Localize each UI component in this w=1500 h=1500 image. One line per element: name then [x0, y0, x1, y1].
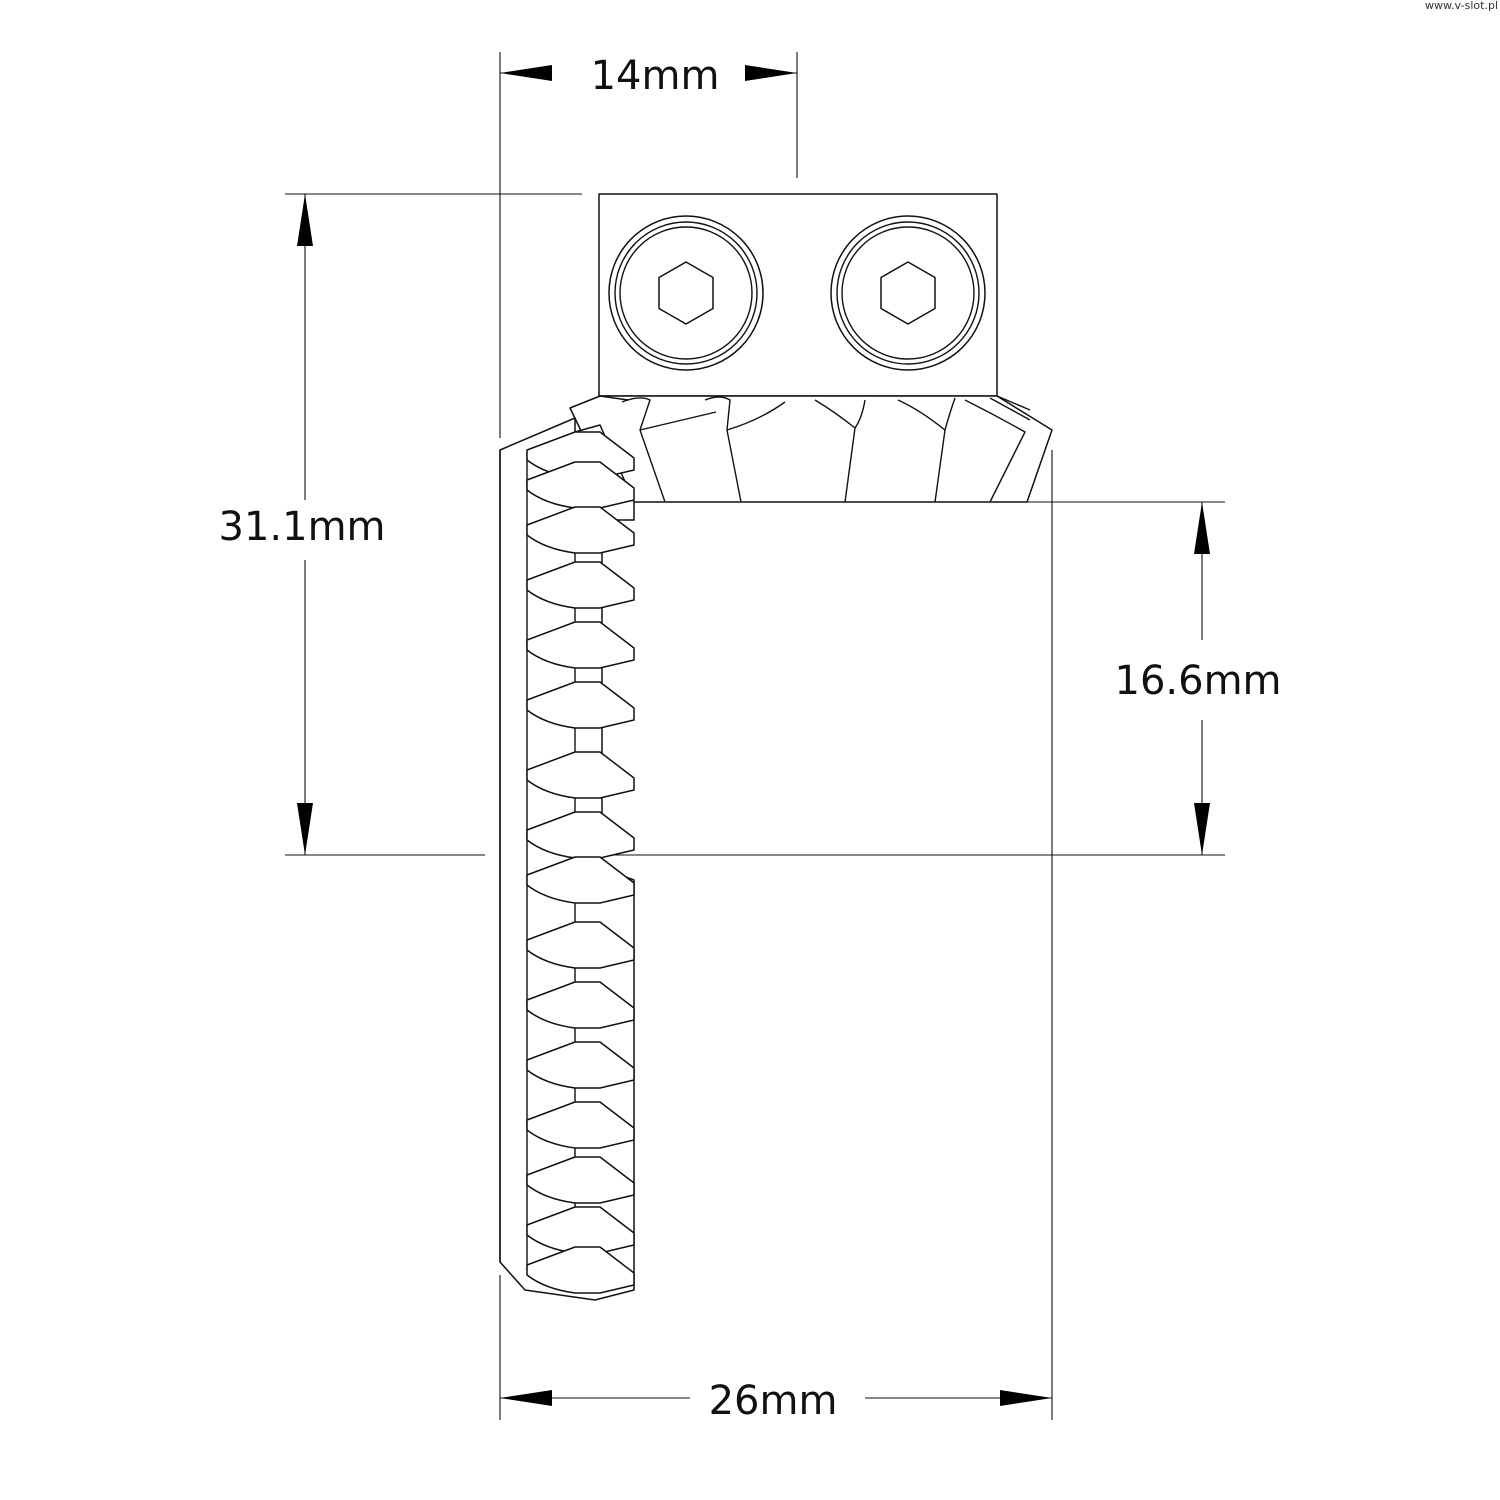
screw-right — [830, 215, 986, 371]
arrowhead-down — [1194, 803, 1210, 855]
dimension-top-width: 14mm — [499, 52, 798, 438]
gear-tooth — [526, 461, 635, 509]
arrowhead-right — [1000, 1390, 1052, 1406]
arrowhead-left — [500, 65, 552, 81]
dimension-gear-height: 16.6mm — [603, 501, 1282, 856]
gear-tooth — [526, 1246, 635, 1294]
dimension-label-16-6mm: 16.6mm — [1115, 658, 1282, 704]
gear-tooth — [526, 1156, 635, 1204]
gear-tooth — [526, 1041, 635, 1089]
gear-tooth — [526, 856, 635, 904]
gear-tooth — [526, 681, 635, 729]
arrowhead-up — [1194, 502, 1210, 554]
dimension-label-14mm: 14mm — [591, 53, 720, 99]
gear-tooth — [526, 751, 635, 799]
gear-tooth — [526, 506, 635, 554]
gear-side-teeth — [526, 431, 635, 1294]
arrowhead-right — [745, 65, 797, 81]
dimension-label-31-1mm: 31.1mm — [219, 504, 386, 550]
hex-socket-icon — [880, 261, 936, 325]
dimension-bottom-width: 26mm — [499, 450, 1053, 1424]
hex-socket-icon — [658, 261, 714, 325]
dimension-total-height: 31.1mm — [219, 193, 582, 856]
gear-tooth — [526, 561, 635, 609]
watermark-text: www.v-slot.pl — [1425, 0, 1498, 12]
hub-block — [598, 193, 998, 397]
gear-crown — [569, 395, 1053, 503]
arrowhead-left — [500, 1390, 552, 1406]
gear-tooth — [526, 621, 635, 669]
dimension-label-26mm: 26mm — [709, 1378, 838, 1424]
gear-tooth — [526, 921, 635, 969]
arrowhead-down — [297, 803, 313, 855]
gear-tooth — [526, 981, 635, 1029]
gear-tooth — [526, 1101, 635, 1149]
screw-left — [608, 215, 764, 371]
arrowhead-up — [297, 194, 313, 246]
gear-tooth — [526, 811, 635, 859]
